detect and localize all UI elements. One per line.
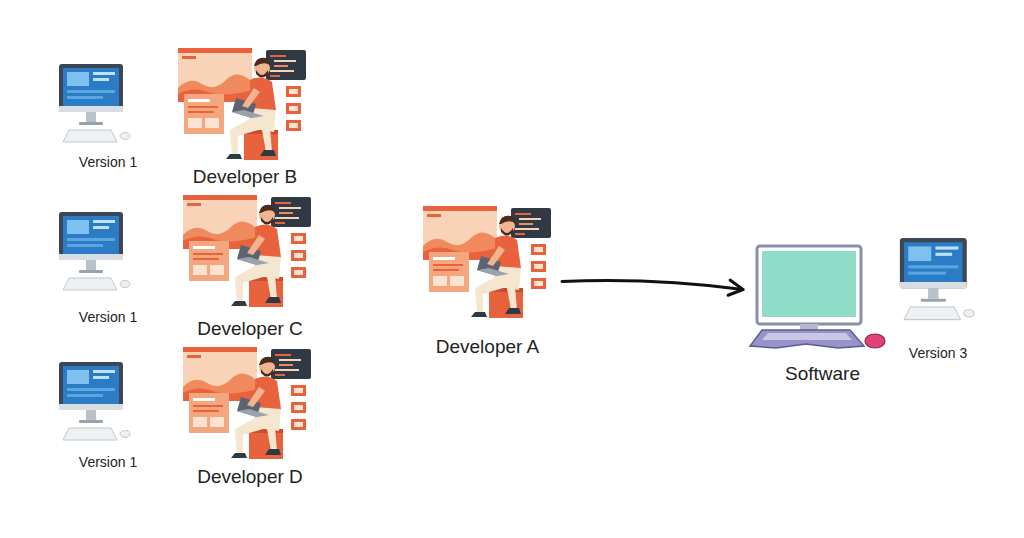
developer-figure: Developer B	[170, 45, 320, 188]
developer-figure: Developer A	[415, 205, 560, 358]
developer-figure: Developer D	[175, 345, 325, 488]
developer-figure: Developer C	[175, 195, 325, 340]
version-label: Version 1	[79, 454, 137, 471]
version-label: Version 3	[909, 345, 967, 362]
node-caption: Developer C	[197, 318, 303, 340]
node-caption: Developer D	[197, 466, 303, 488]
developer-figure: Software	[745, 238, 900, 385]
node-caption: Developer A	[436, 336, 540, 358]
flow-arrow	[562, 280, 743, 295]
version-label: Version 1	[79, 309, 137, 326]
node-caption: Developer B	[193, 166, 298, 188]
node-caption: Software	[785, 363, 860, 385]
version-label: Version 1	[79, 154, 137, 171]
